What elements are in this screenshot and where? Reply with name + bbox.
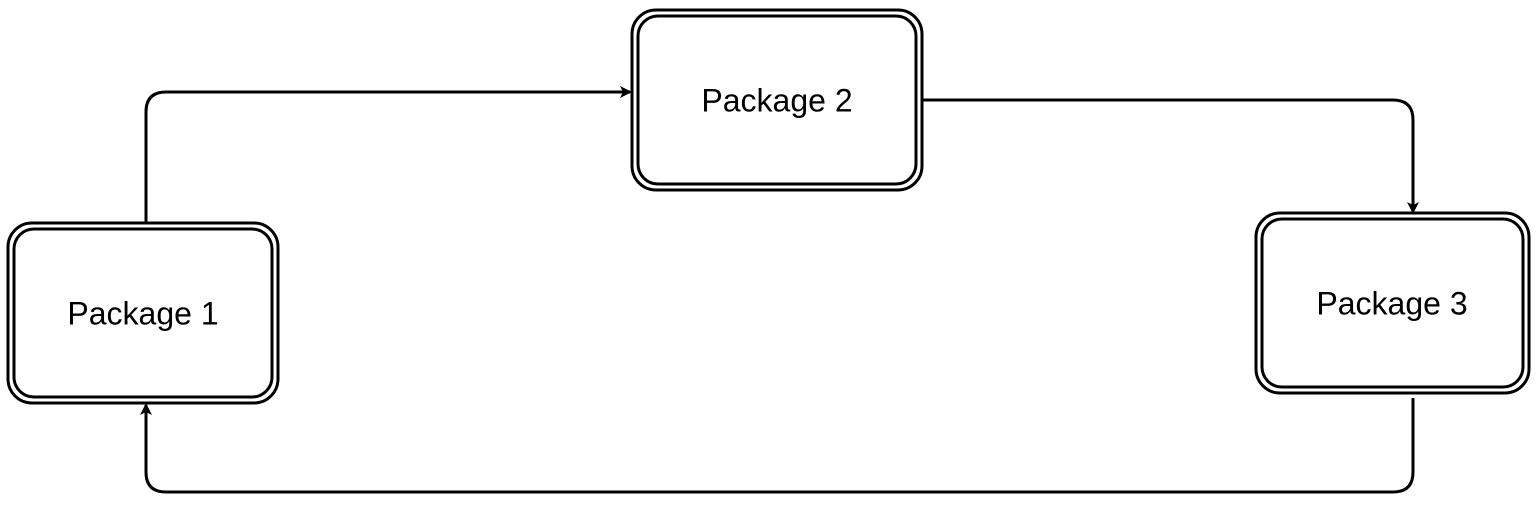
node-package-1-label: Package 1 bbox=[67, 295, 218, 331]
edge-package-1-to-package-2 bbox=[144, 86, 632, 223]
node-package-2-label: Package 2 bbox=[701, 82, 852, 118]
edge-package-3-to-package-1 bbox=[140, 398, 1415, 494]
node-package-3-label: Package 3 bbox=[1316, 285, 1467, 321]
node-package-2[interactable]: Package 2 bbox=[630, 8, 924, 192]
node-package-1[interactable]: Package 1 bbox=[6, 221, 280, 405]
edge-package-2-to-package-3 bbox=[922, 98, 1419, 214]
node-package-3[interactable]: Package 3 bbox=[1254, 211, 1531, 395]
